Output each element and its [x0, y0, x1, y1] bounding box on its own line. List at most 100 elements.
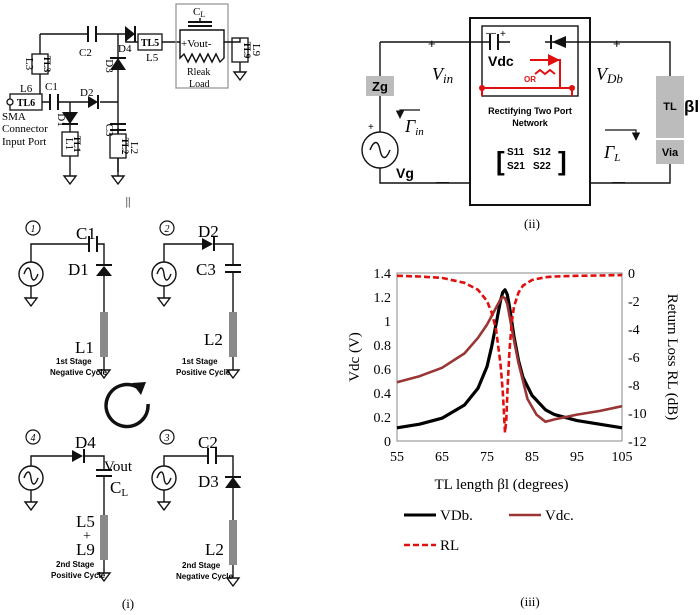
load-label: Load [189, 79, 210, 90]
or-label: OR [524, 75, 536, 84]
stage1-number: 1 [31, 224, 36, 235]
stage1-caption2: Negative Cycle [50, 368, 107, 377]
y-axis-label: Vdc (V) [347, 332, 363, 382]
vin-label: Vin [432, 64, 453, 86]
stage1-line-L1 [100, 312, 108, 357]
vdb-plus: + [613, 36, 621, 51]
tl5-label: TL5 [141, 38, 159, 49]
series-vdb-line [396, 288, 623, 430]
stage4-plus-label: + [83, 529, 91, 544]
stage3-l2-label: L2 [205, 540, 224, 559]
rectifying-network-box [469, 17, 591, 206]
tl5-box [137, 33, 163, 51]
rleak-label: Rleak [187, 67, 210, 78]
d2-label: D2 [80, 87, 93, 99]
sma-label: SMA [2, 111, 26, 123]
series-rl-line [396, 273, 623, 434]
c1-label: C1 [45, 81, 58, 93]
y-tick-label: 0.4 [374, 387, 392, 402]
tl3-label: TL3 [42, 56, 52, 73]
l5-label: L5 [146, 52, 159, 64]
sma-port-icon [6, 98, 14, 106]
vdc-label: Vdc [488, 53, 514, 69]
y2-tick-label: -6 [628, 351, 640, 366]
stage4-number: 4 [31, 433, 36, 444]
y-tick-label: 1.2 [374, 291, 392, 306]
tl6-label: TL6 [17, 98, 35, 109]
legend-label: VDb. [440, 508, 473, 524]
y2-tick-label: 0 [628, 267, 635, 282]
input-port-label: Input Port [2, 136, 46, 148]
tl2-box [109, 133, 127, 159]
series-vdc-line [396, 295, 623, 424]
stage2-c3-label: C3 [196, 260, 216, 279]
zg-label: Zg [372, 79, 388, 94]
stage2-circuit: 2 D2 C3 L2 1st Stage Positive Cycle [151, 220, 241, 380]
stage1-caption1: 1st Stage [56, 357, 92, 366]
d1-diode-icon [62, 112, 78, 124]
stage1-l1-label: L1 [75, 338, 94, 357]
vout-label: +Vout- [181, 38, 212, 50]
s21-label: S21 [507, 161, 525, 172]
stage4-vout-label: Vout [104, 459, 133, 475]
stage4-l9-label: L9 [76, 540, 95, 559]
svg-text:]: ] [558, 146, 567, 176]
cl-label: CL [193, 6, 205, 19]
x-tick-label: 105 [612, 450, 633, 465]
d1-label: D1 [55, 113, 67, 126]
x-tick-label: 75 [480, 450, 494, 465]
vdb-label: VDb [596, 64, 623, 86]
d3-label: D3 [103, 59, 115, 73]
y2-ticks: 0-2-4-6-8-10-12 [628, 267, 647, 450]
s11-label: S11 [507, 147, 525, 158]
top-schematic: TL6 TL5 TL3 TL1 TL2 TL9 L6 SMA Connector… [2, 3, 262, 208]
load-box [175, 3, 229, 89]
tl3-box [31, 53, 49, 75]
d3-diode-icon [110, 58, 126, 70]
y2-axis-label: Return Loss RL (dB) [664, 294, 680, 421]
beta-l-label: βl [684, 97, 699, 116]
l3-label: L3 [23, 58, 35, 71]
s12-label: S12 [533, 147, 551, 158]
l2-label: L2 [128, 142, 140, 154]
stage1-d1-label: D1 [68, 260, 89, 279]
y-tick-label: 0.6 [374, 363, 392, 378]
panel-ii-label: (ii) [524, 216, 540, 231]
network-title1: Rectifying Two Port [488, 106, 572, 116]
y-ticks: 00.20.40.60.811.21.4 [374, 267, 392, 450]
stage3-d3-label: D3 [198, 472, 219, 491]
vg-label: Vg [396, 165, 414, 181]
stage4-cl-label: CL [110, 478, 128, 499]
gamma-l-label: ΓL [603, 142, 620, 164]
y-tick-label: 0.8 [374, 339, 392, 354]
panel-i-label: (i) [122, 596, 134, 611]
panel-ii-network: Zg + Vg + Vin — Γin — + Vdc OR Rectifyin… [361, 17, 699, 231]
stage3-circuit: 3 C2 D3 L2 2nd Stage Negative Cycle [151, 429, 241, 588]
stage4-caption1: 2nd Stage [56, 560, 95, 569]
d4-label: D4 [118, 43, 132, 55]
via-block [656, 140, 684, 164]
series-lines [396, 273, 623, 434]
cycle-arrow-icon [104, 382, 150, 429]
network-title2: Network [512, 118, 549, 128]
stage4-l5-label: L5 [76, 512, 95, 531]
y2-tick-label: -8 [628, 379, 640, 394]
gamma-in-label: Γin [404, 116, 424, 138]
x-tick-label: 55 [390, 450, 404, 465]
d4-diode-icon [125, 26, 135, 42]
y2-tick-label: -4 [628, 323, 640, 338]
panel-iii-label: (iii) [520, 594, 540, 609]
tl1-label: TL1 [72, 136, 82, 153]
y-tick-label: 1 [384, 315, 391, 330]
y-tick-label: 1.4 [374, 267, 392, 282]
stage2-number: 2 [165, 224, 170, 235]
stage4-line-L5L9 [100, 515, 108, 560]
stage4-d4-label: D4 [75, 433, 96, 452]
legend-label: Vdc. [545, 508, 574, 524]
svg-text:+: + [368, 122, 374, 133]
stage2-l2-label: L2 [204, 330, 223, 349]
